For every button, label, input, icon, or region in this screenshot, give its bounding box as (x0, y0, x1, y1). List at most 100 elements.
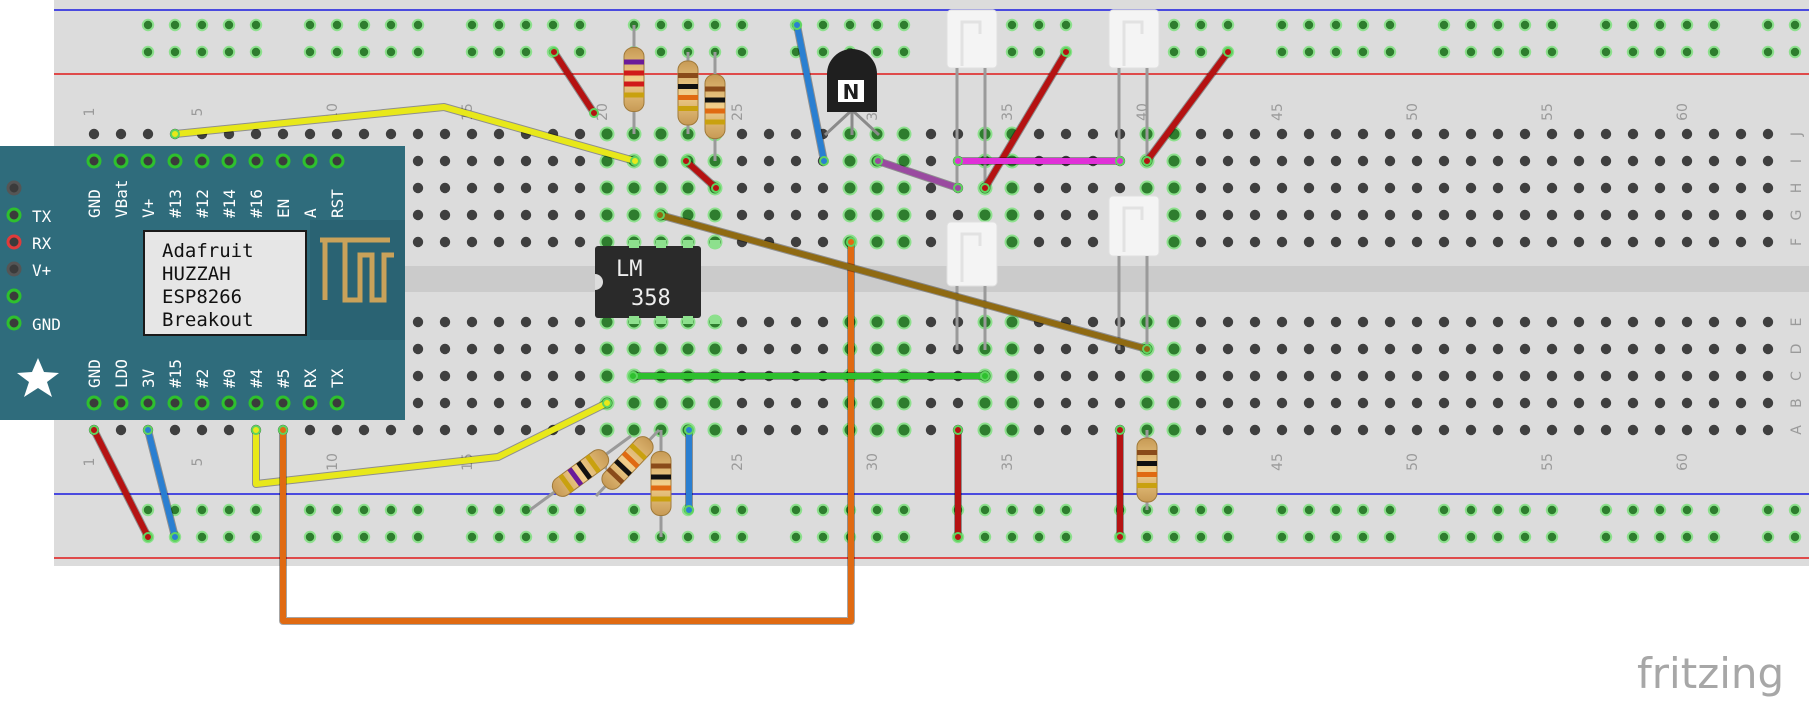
resistor[interactable] (704, 52, 726, 161)
connected-hole (680, 180, 696, 196)
rail-hole (519, 503, 533, 517)
breadboard-hole (1438, 128, 1450, 140)
connected-hole (599, 207, 615, 223)
wire-green[interactable] (628, 371, 990, 381)
resistor[interactable] (623, 25, 645, 134)
ic-legs (629, 240, 720, 324)
breadboard-hole (790, 182, 802, 194)
lm358-ic[interactable]: LM 358 (595, 240, 720, 324)
breadboard-hole (1492, 128, 1504, 140)
wire-red-gnd-end (89, 425, 99, 435)
connected-hole (869, 341, 885, 357)
wire-red-5-end (953, 532, 963, 542)
wire-yellow-bottom-end (251, 425, 261, 435)
breadboard-hole (1708, 182, 1720, 194)
wire-red-6[interactable] (1115, 425, 1125, 542)
rail-hole (1545, 503, 1559, 517)
connected-hole (707, 422, 723, 438)
wire-orange[interactable] (278, 237, 856, 625)
breadboard-hole (574, 424, 586, 436)
wire-red-6-end (1115, 532, 1125, 542)
breadboard-hole (1276, 316, 1288, 328)
wire-red-5[interactable] (953, 425, 963, 542)
breadboard-hole (547, 316, 559, 328)
resistor[interactable] (1136, 430, 1158, 510)
breadboard-hole (1465, 370, 1477, 382)
rail-hole (1005, 503, 1019, 517)
breadboard-hole (1195, 155, 1207, 167)
ic-leg (629, 240, 639, 248)
resistor[interactable] (529, 434, 632, 512)
breadboard-hole (925, 424, 937, 436)
breadboard-hole (925, 343, 937, 355)
wire-red-4-core (1144, 49, 1231, 164)
resistor-band (705, 108, 725, 114)
connected-hole (869, 234, 885, 250)
huzzah-side-pin (6, 180, 22, 196)
breadboard-hole (952, 397, 964, 409)
wire-blue-bottom[interactable] (684, 425, 694, 515)
breadboard-hole (1222, 370, 1234, 382)
resistor-band (629, 443, 648, 461)
breadboard-hole (1249, 316, 1261, 328)
column-number: 40 (1135, 103, 1151, 121)
breadboard-hole (1735, 182, 1747, 194)
resistor[interactable] (677, 52, 699, 134)
wire-blue-top-core (794, 22, 827, 164)
rail-hole (1383, 503, 1397, 517)
connected-hole (842, 153, 858, 169)
rail-hole (357, 503, 371, 517)
resistor[interactable] (594, 428, 661, 498)
breadboard-hole (412, 424, 424, 436)
huzzah-side-pin (6, 288, 22, 304)
huzzah-title-line-2: HUZZAH (162, 263, 231, 285)
wire-blue-3v[interactable] (143, 425, 180, 542)
ic-leg (629, 316, 639, 324)
column-number: 45 (1270, 103, 1286, 121)
breadboard-hole (1087, 209, 1099, 221)
rail-hole (1518, 503, 1532, 517)
wire-yellow-bottom[interactable] (251, 398, 612, 488)
breadboard-hole (1546, 343, 1558, 355)
resistor[interactable] (650, 430, 672, 537)
breadboard-hole (1357, 370, 1369, 382)
breadboard-hole (1276, 370, 1288, 382)
rail-hole (1680, 18, 1694, 32)
breadboard-hole (1276, 155, 1288, 167)
wire-magenta[interactable] (953, 156, 1125, 166)
wire-purple[interactable] (873, 156, 963, 193)
breadboard-hole (1195, 128, 1207, 140)
wire-red-4[interactable] (1142, 47, 1233, 166)
rail-hole (1626, 530, 1640, 544)
connected-hole (1166, 341, 1182, 357)
wire-red-2[interactable] (681, 156, 721, 193)
huzzah-bottom-pin-label: #2 (193, 369, 212, 388)
breadboard-hole (1735, 236, 1747, 248)
wire-red-1[interactable] (549, 47, 599, 118)
wire-red-3[interactable] (980, 47, 1071, 193)
wire-yellow-top[interactable] (170, 103, 640, 166)
rail-hole (384, 45, 398, 59)
huzzah-top-pin (194, 153, 210, 169)
wire-red-gnd[interactable] (89, 425, 153, 542)
breadboard-hole (1600, 397, 1612, 409)
breadboard-hole (1735, 155, 1747, 167)
wire-brown[interactable] (655, 210, 1152, 354)
row-letter: E (1789, 318, 1805, 327)
npn-transistor[interactable]: N (823, 49, 881, 137)
ic-leg (683, 316, 693, 324)
rail-hole (789, 530, 803, 544)
breadboard-hole (1384, 343, 1396, 355)
row-letter: F (1789, 238, 1805, 246)
breadboard-hole (1060, 343, 1072, 355)
breadboard-hole (1600, 128, 1612, 140)
resistor-band (705, 119, 725, 125)
breadboard-hole (1195, 343, 1207, 355)
wire-blue-top[interactable] (792, 20, 829, 166)
breadboard-hole (1573, 316, 1585, 328)
breadboard-hole (925, 209, 937, 221)
breadboard-hole (1519, 236, 1531, 248)
connected-hole (842, 207, 858, 223)
breadboard-hole (439, 316, 451, 328)
